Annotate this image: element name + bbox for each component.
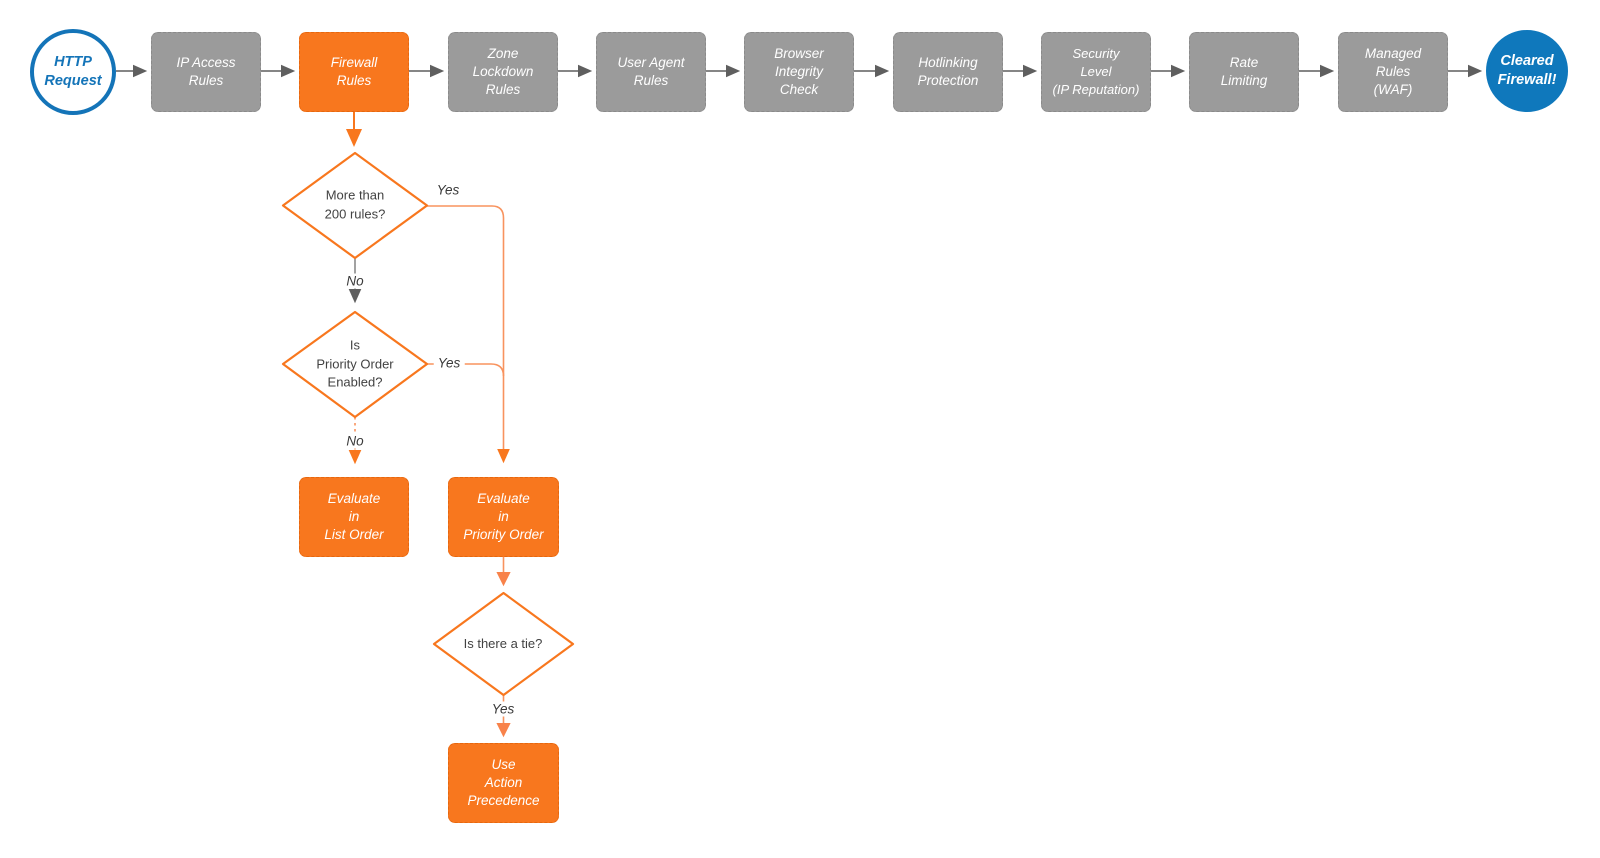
stage-firewall-rules: Firewall Rules [299, 32, 409, 112]
decision2-no-label: No [342, 433, 368, 449]
decision3-yes-label: Yes [487, 701, 519, 717]
decision1-question: More than 200 rules? [324, 187, 386, 222]
stage-zone-lockdown-rules: Zone Lockdown Rules [448, 32, 558, 112]
stage-security-level: Security Level (IP Reputation) [1041, 32, 1151, 112]
stage-browser-integrity-check: Browser Integrity Check [744, 32, 854, 112]
decision2-question: Is Priority Order Enabled? [316, 337, 394, 390]
stage-managed-rules-waf: Managed Rules (WAF) [1338, 32, 1448, 112]
decision2-yes-label: Yes [433, 355, 465, 371]
decision3-question: Is there a tie? [463, 635, 543, 651]
decision1-yes-label: Yes [432, 182, 464, 198]
end-node-cleared-firewall: Cleared Firewall! [1486, 30, 1568, 112]
action-use-action-precedence: Use Action Precedence [448, 743, 559, 823]
decision2-diamond [281, 310, 429, 419]
connector-decision2-yes [427, 363, 505, 377]
action-evaluate-list-order: Evaluate in List Order [299, 477, 409, 557]
stage-rate-limiting: Rate Limiting [1189, 32, 1299, 112]
start-node-http-request: HTTP Request [30, 29, 116, 115]
stage-hotlinking-protection: Hotlinking Protection [893, 32, 1003, 112]
stage-ip-access-rules: IP Access Rules [151, 32, 261, 112]
connector-decision1-yes [427, 205, 510, 464]
stage-user-agent-rules: User Agent Rules [596, 32, 706, 112]
decision1-diamond [281, 151, 429, 260]
action-evaluate-priority-order: Evaluate in Priority Order [448, 477, 559, 557]
decision3-diamond [432, 591, 575, 697]
decision1-no-label: No [342, 273, 368, 289]
